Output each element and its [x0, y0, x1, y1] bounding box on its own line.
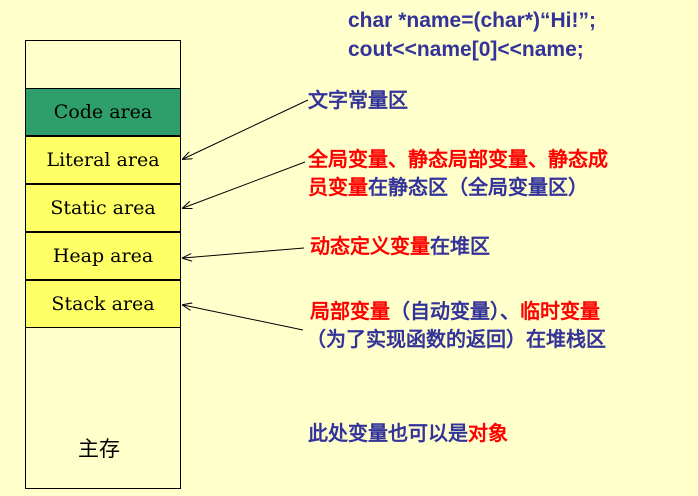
stack-red-2: 临时变量 [520, 299, 600, 323]
arrow-literal [183, 99, 309, 159]
heap-annotation-red: 动态定义变量 [310, 234, 430, 258]
static-annotation-line2: 员变量在静态区（全局变量区） [308, 173, 608, 201]
heap-annotation: 动态定义变量在堆区 [310, 232, 490, 260]
main-memory-label: 主存 [78, 437, 120, 461]
stack-blue-1: （自动变量）、 [390, 299, 520, 323]
arrow-stack [183, 305, 304, 331]
static-annotation: 全局变量、静态局部变量、静态成 员变量在静态区（全局变量区） [308, 145, 608, 201]
code-snippet: char *name=(char*)“Hi!”; cout<<name[0]<<… [348, 6, 596, 64]
stack-area: Stack area [25, 280, 181, 328]
stack-red-1: 局部变量 [310, 299, 390, 323]
stack-annotation-line2: （为了实现函数的返回）在堆栈区 [306, 327, 606, 351]
object-note-red: 对象 [468, 421, 508, 445]
stack-annotation: 局部变量（自动变量）、临时变量 （为了实现函数的返回）在堆栈区 [306, 297, 606, 353]
arrow-heap [183, 247, 305, 258]
heap-annotation-blue: 在堆区 [430, 234, 490, 258]
code-line-2: cout<<name[0]<<name; [348, 38, 584, 61]
static-annotation-red: 员变量 [308, 175, 368, 199]
static-annotation-blue: 在静态区（全局变量区） [368, 175, 588, 199]
code-line-1: char *name=(char*)“Hi!”; [348, 9, 596, 32]
static-area: Static area [25, 184, 181, 232]
literal-area: Literal area [25, 136, 181, 184]
code-area: Code area [25, 88, 181, 136]
object-note: 此处变量也可以是对象 [308, 419, 508, 447]
object-note-blue: 此处变量也可以是 [308, 421, 468, 445]
heap-area: Heap area [25, 232, 181, 280]
static-annotation-line1: 全局变量、静态局部变量、静态成 [308, 147, 608, 171]
literal-annotation: 文字常量区 [308, 88, 408, 112]
arrow-static [183, 161, 306, 208]
stack-annotation-line1: 局部变量（自动变量）、临时变量 [310, 297, 606, 325]
